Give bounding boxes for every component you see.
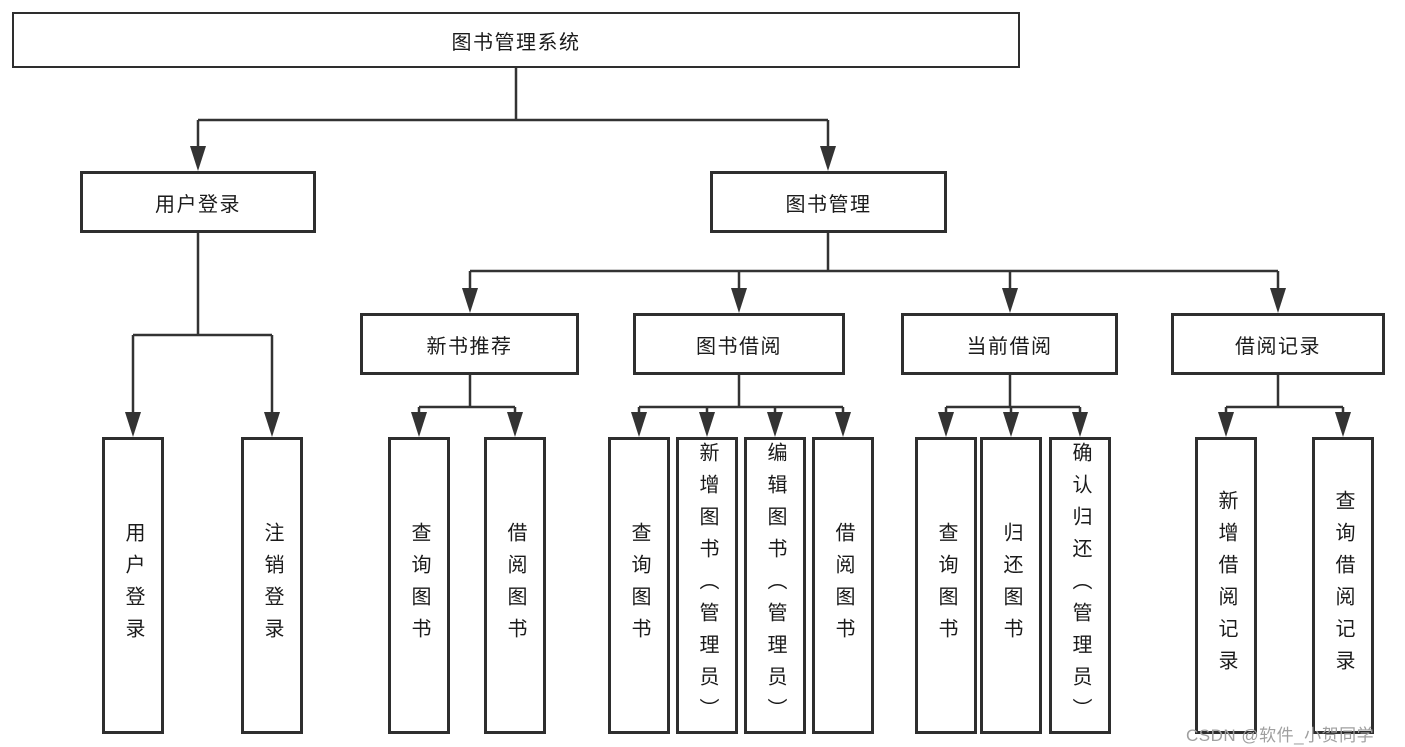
node-rec-query-book-label: 查询图书 [408,521,430,650]
node-root: 图书管理系统 [12,12,1020,68]
node-book-borrow: 图书借阅 [633,313,845,375]
node-bb-add-book-label: 新增图书（管理员） [696,441,718,730]
connector-new-book-rec-children [417,375,517,416]
node-cb-confirm-return: 确认归还（管理员） [1049,437,1111,734]
node-br-query-record-label: 查询借阅记录 [1332,489,1354,682]
node-rec-borrow-book-label: 借阅图书 [504,521,526,650]
node-root-label: 图书管理系统 [451,31,581,54]
node-rec-query-book: 查询图书 [388,437,450,734]
node-leaf-user-login: 用户登录 [102,437,164,734]
arrowhead-icon [731,288,747,313]
node-bb-edit-book: 编辑图书（管理员） [744,437,806,734]
node-bb-query-book-label: 查询图书 [628,521,650,650]
arrowhead-icon [1270,288,1286,313]
node-bb-edit-book-label: 编辑图书（管理员） [764,441,786,730]
connector-user-login-children [131,233,274,416]
arrowhead-icon [767,412,783,437]
arrowhead-icon [462,288,478,313]
node-br-add-record-label: 新增借阅记录 [1215,489,1237,682]
node-cb-return-book: 归还图书 [980,437,1042,734]
arrowhead-icon [1003,412,1019,437]
node-book-mgmt: 图书管理 [710,171,947,233]
node-cb-query-book: 查询图书 [915,437,977,734]
node-cb-return-book-label: 归还图书 [1000,521,1022,650]
arrowhead-icon [699,412,715,437]
node-bb-add-book: 新增图书（管理员） [676,437,738,734]
node-cb-confirm-return-label: 确认归还（管理员） [1069,441,1091,730]
node-user-login: 用户登录 [80,171,316,233]
arrowhead-icon [507,412,523,437]
arrowhead-icon [631,412,647,437]
connector-book-mgmt-children [468,233,1280,292]
arrowhead-icon [938,412,954,437]
arrowheads [125,146,1351,437]
arrowhead-icon [264,412,280,437]
arrowhead-icon [1218,412,1234,437]
node-cb-query-book-label: 查询图书 [935,521,957,650]
node-book-borrow-label: 图书借阅 [696,335,782,358]
node-bb-borrow-book: 借阅图书 [812,437,874,734]
arrowhead-icon [1002,288,1018,313]
arrowhead-icon [820,146,836,171]
connector-book-borrow-children [637,375,845,416]
node-bb-query-book: 查询图书 [608,437,670,734]
node-leaf-user-login-label: 用户登录 [122,521,144,650]
node-borrow-records-label: 借阅记录 [1235,335,1321,358]
node-new-book-rec-label: 新书推荐 [426,335,513,358]
node-br-add-record: 新增借阅记录 [1195,437,1257,734]
node-current-borrow: 当前借阅 [901,313,1118,375]
connector-root-to-level2 [196,68,830,150]
node-rec-borrow-book: 借阅图书 [484,437,546,734]
node-leaf-logout: 注销登录 [241,437,303,734]
node-new-book-rec: 新书推荐 [360,313,579,375]
arrowhead-icon [1072,412,1088,437]
node-user-login-label: 用户登录 [155,193,241,216]
connector-current-borrow-children [944,375,1082,416]
node-br-query-record: 查询借阅记录 [1312,437,1374,734]
watermark: CSDN @软件_小贺同学 [1186,726,1375,745]
node-leaf-logout-label: 注销登录 [261,521,283,650]
arrowhead-icon [125,412,141,437]
arrowhead-icon [411,412,427,437]
connector-borrow-records-children [1224,375,1345,416]
node-borrow-records: 借阅记录 [1171,313,1385,375]
node-bb-borrow-book-label: 借阅图书 [832,521,854,650]
arrowhead-icon [835,412,851,437]
node-book-mgmt-label: 图书管理 [785,193,872,216]
node-current-borrow-label: 当前借阅 [966,335,1053,358]
arrowhead-icon [1335,412,1351,437]
arrowhead-icon [190,146,206,171]
